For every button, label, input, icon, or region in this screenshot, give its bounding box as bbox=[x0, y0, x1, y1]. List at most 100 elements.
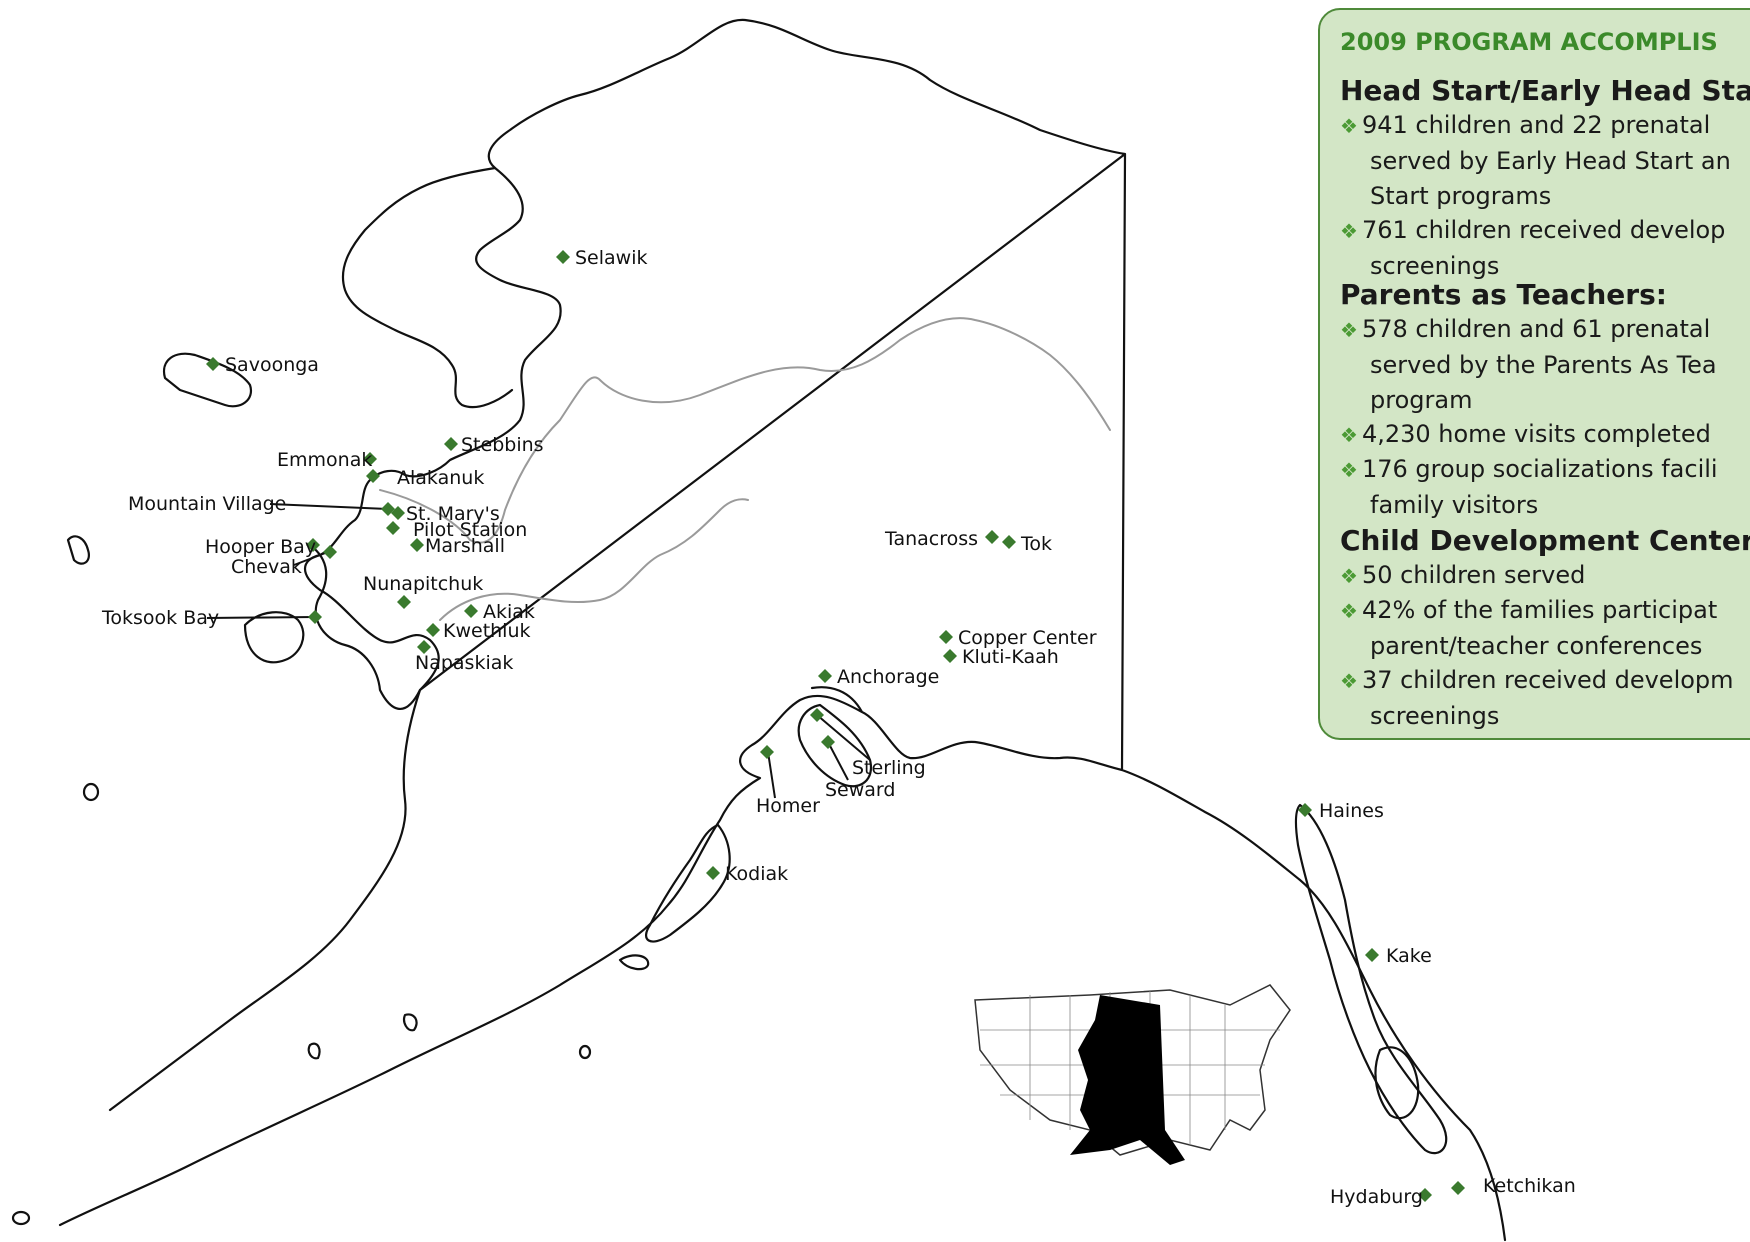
city-label: Tanacross bbox=[884, 528, 978, 550]
bullet-text: family visitors bbox=[1370, 491, 1539, 519]
section-heading: Parents as Teachers: bbox=[1340, 278, 1667, 311]
bullet-line: ❖42% of the families participat bbox=[1340, 593, 1750, 629]
location-marker bbox=[206, 357, 220, 371]
bullet-line: family visitors bbox=[1340, 488, 1750, 523]
location-marker bbox=[1002, 535, 1016, 549]
small-island-3 bbox=[578, 1044, 592, 1060]
small-island-2 bbox=[82, 782, 100, 802]
location-marker bbox=[1451, 1181, 1465, 1195]
bullet-line: program bbox=[1340, 383, 1750, 418]
accomplishment-bullet: ❖941 children and 22 prenatal served by E… bbox=[1340, 108, 1750, 214]
bullet-line: ❖37 children received developm bbox=[1340, 663, 1750, 699]
accomplishment-bullet: ❖42% of the families participat parent/te… bbox=[1340, 593, 1750, 664]
small-island-5 bbox=[618, 954, 650, 971]
us-locator-map-icon bbox=[974, 984, 1291, 1165]
city-label: Kodiak bbox=[725, 863, 788, 885]
location-marker bbox=[444, 437, 458, 451]
bullet-line: served by the Parents As Tea bbox=[1340, 348, 1750, 383]
bullet-line: ❖50 children served bbox=[1340, 558, 1750, 594]
kodiak-island bbox=[645, 823, 731, 943]
leader-sterling bbox=[816, 714, 871, 761]
alaska-coastline bbox=[58, 18, 1507, 1242]
panel-title: 2009 PROGRAM ACCOMPLIS bbox=[1340, 28, 1718, 56]
bullet-text: served by the Parents As Tea bbox=[1370, 351, 1717, 379]
location-marker bbox=[706, 866, 720, 880]
location-marker bbox=[306, 538, 320, 552]
bullet-text: Start programs bbox=[1370, 182, 1552, 210]
location-marker bbox=[818, 669, 832, 683]
delta-coast bbox=[308, 543, 422, 711]
location-marker bbox=[810, 708, 824, 722]
city-label: Nunapitchuk bbox=[363, 573, 483, 595]
city-label: Tok bbox=[1020, 533, 1052, 555]
location-marker bbox=[760, 745, 774, 759]
city-label: Stebbins bbox=[461, 434, 544, 456]
location-marker bbox=[386, 521, 400, 535]
city-label: Kwethluk bbox=[443, 620, 531, 642]
seward-peninsula bbox=[341, 166, 514, 409]
alaska-highlight bbox=[1070, 995, 1185, 1165]
city-label: Sterling bbox=[852, 757, 926, 779]
nelson-island bbox=[243, 611, 305, 664]
location-marker bbox=[397, 595, 411, 609]
city-label: Selawik bbox=[575, 247, 648, 269]
city-label: Pilot Station bbox=[413, 519, 527, 541]
bullet-text: screenings bbox=[1370, 252, 1500, 280]
section-heading: Child Development Center bbox=[1340, 524, 1750, 557]
city-label: Alakanuk bbox=[397, 467, 484, 489]
bullet-text: screenings bbox=[1370, 702, 1500, 730]
location-marker bbox=[821, 735, 835, 749]
city-label: Haines bbox=[1319, 800, 1384, 822]
bullet-line: ❖578 children and 61 prenatal bbox=[1340, 312, 1750, 348]
bullet-text: parent/teacher conferences bbox=[1370, 632, 1703, 660]
location-marker bbox=[1365, 948, 1379, 962]
location-marker bbox=[363, 452, 377, 466]
city-label: St. Mary's bbox=[406, 503, 500, 525]
leader-chevak bbox=[293, 551, 329, 566]
city-label: Napaskiak bbox=[415, 652, 513, 674]
small-island-6 bbox=[307, 1042, 321, 1060]
southeast-islands bbox=[1294, 803, 1448, 1155]
city-label: Marshall bbox=[425, 535, 505, 557]
location-marker bbox=[323, 545, 337, 559]
bullet-text: served by Early Head Start an bbox=[1370, 147, 1731, 175]
bullet-text: 941 children and 22 prenatal bbox=[1361, 111, 1711, 139]
location-marker bbox=[308, 610, 322, 624]
bullet-line: ❖941 children and 22 prenatal bbox=[1340, 108, 1750, 144]
location-marker bbox=[1298, 803, 1312, 817]
kenai-peninsula bbox=[797, 703, 873, 788]
small-island-4 bbox=[11, 1210, 31, 1226]
location-marker bbox=[985, 530, 999, 544]
leader-mountain-village bbox=[269, 503, 389, 510]
bullet-line: screenings bbox=[1340, 249, 1750, 284]
diamond-cluster-icon: ❖ bbox=[1340, 318, 1358, 342]
bullet-line: ❖4,230 home visits completed bbox=[1340, 417, 1750, 453]
yukon-river bbox=[379, 317, 1111, 544]
southeast-islands-2 bbox=[1374, 1046, 1420, 1120]
city-label: Seward bbox=[825, 779, 895, 801]
location-marker bbox=[426, 623, 440, 637]
diamond-cluster-icon: ❖ bbox=[1340, 458, 1358, 482]
diamond-cluster-icon: ❖ bbox=[1340, 114, 1358, 138]
accomplishment-bullet: ❖578 children and 61 prenatal served by t… bbox=[1340, 312, 1750, 418]
leader-seward bbox=[827, 741, 849, 781]
city-label: Anchorage bbox=[837, 666, 939, 688]
city-label: Copper Center bbox=[958, 627, 1097, 649]
city-label: Akiak bbox=[483, 601, 535, 623]
location-marker bbox=[417, 640, 431, 654]
city-label: Homer bbox=[756, 795, 820, 817]
city-label: Savoonga bbox=[225, 354, 319, 376]
location-marker bbox=[391, 506, 405, 520]
bullet-line: parent/teacher conferences bbox=[1340, 629, 1750, 664]
location-marker bbox=[410, 538, 424, 552]
accomplishment-bullet: ❖4,230 home visits completed bbox=[1340, 417, 1750, 453]
bullet-text: 761 children received develop bbox=[1361, 216, 1726, 244]
bullet-text: program bbox=[1370, 386, 1473, 414]
small-island-7 bbox=[403, 1013, 418, 1032]
city-label: Kluti-Kaah bbox=[962, 646, 1059, 668]
city-label: Kake bbox=[1386, 945, 1432, 967]
city-label: Hydaburg bbox=[1330, 1186, 1423, 1208]
